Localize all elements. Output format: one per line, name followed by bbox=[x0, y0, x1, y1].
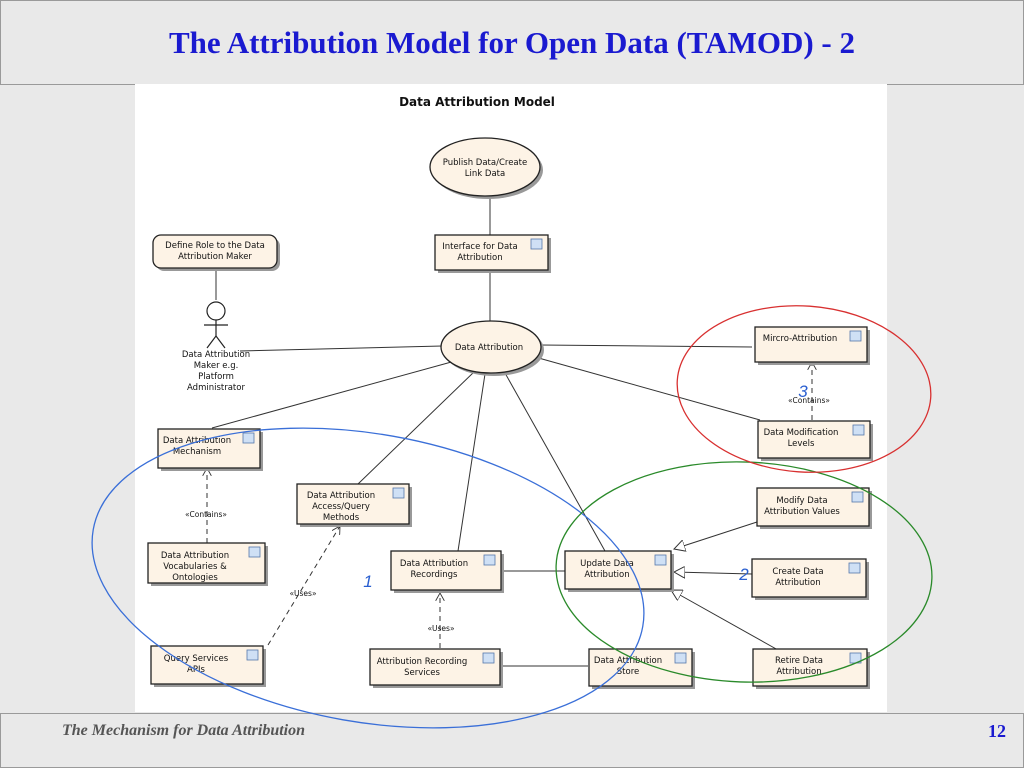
group-3-number: 3 bbox=[798, 382, 808, 401]
title-bar bbox=[0, 0, 1024, 85]
svg-text:Data Attribution: Data Attribution bbox=[455, 343, 523, 353]
footer-bar bbox=[0, 713, 1024, 768]
group-2-number: 2 bbox=[738, 565, 749, 584]
group-1-number: 1 bbox=[363, 572, 372, 591]
contains-label: «Contains» bbox=[788, 396, 830, 405]
slide-title: The Attribution Model for Open Data (TAM… bbox=[169, 25, 855, 60]
uses-label: «Uses» bbox=[289, 589, 317, 598]
group-3-ellipse bbox=[676, 305, 932, 473]
footer-text: The Mechanism for Data Attribution bbox=[62, 722, 305, 739]
group-2-ellipse bbox=[555, 461, 933, 683]
diagram-title: Data Attribution Model bbox=[399, 95, 555, 109]
group-1-ellipse bbox=[91, 427, 645, 729]
box-micro-attribution: Mircro-Attribution bbox=[754, 326, 870, 365]
use-case-data-attribution: Data Attribution bbox=[440, 320, 544, 376]
uses-label: «Uses» bbox=[427, 624, 455, 633]
contains-label: «Contains» bbox=[185, 510, 227, 519]
edges bbox=[207, 196, 812, 667]
svg-text:Mircro-Attribution: Mircro-Attribution bbox=[763, 334, 837, 344]
page-number: 12 bbox=[988, 721, 1006, 741]
